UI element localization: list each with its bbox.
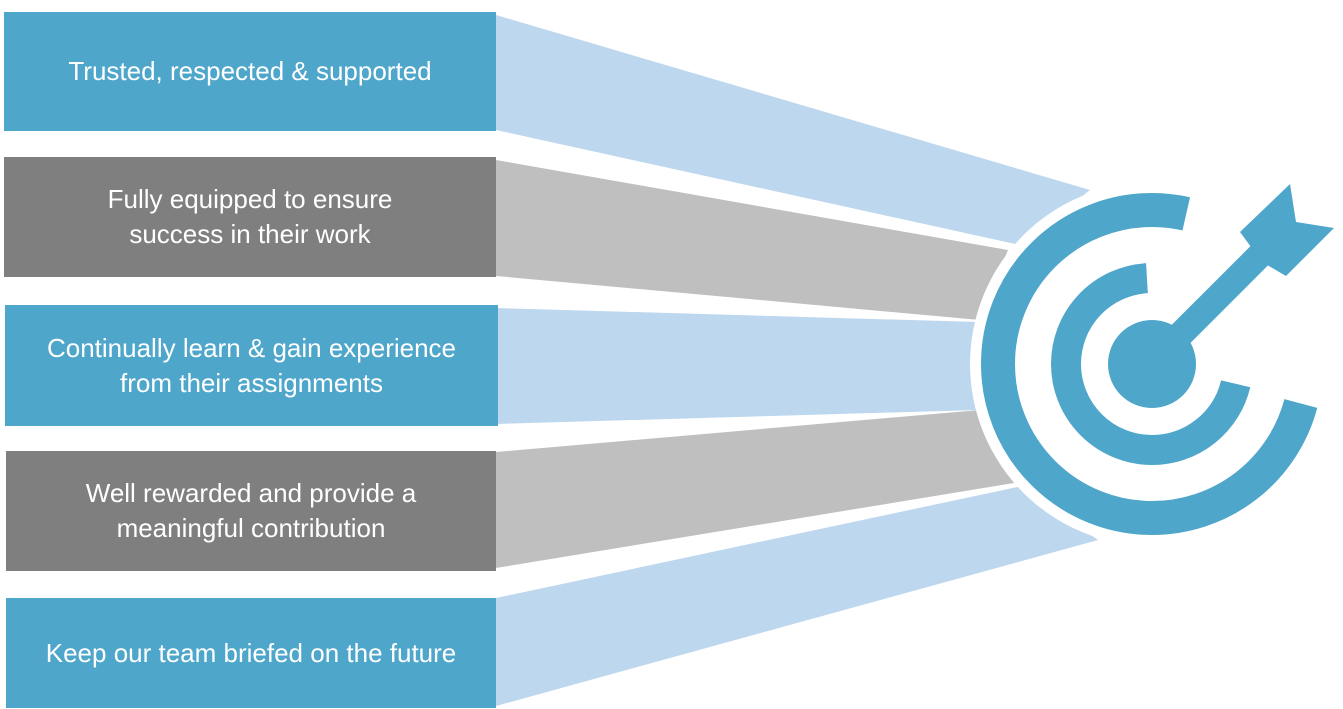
item-box-3: Continually learn & gain experience from…: [5, 305, 498, 426]
target-with-arrow-icon: [970, 182, 1334, 546]
item-box-4: Well rewarded and provide a meaningful c…: [6, 451, 496, 571]
item-label-3: Continually learn & gain experience from…: [46, 332, 457, 398]
item-label-1: Trusted, respected & supported: [68, 56, 432, 86]
item-box-5: Keep our team briefed on the future: [6, 598, 496, 708]
beam-1: [496, 15, 1090, 245]
beam-3: [496, 308, 978, 424]
item-box-1: Trusted, respected & supported: [4, 12, 496, 131]
target-outer-ring: [981, 193, 1323, 535]
beam-4: [496, 410, 1020, 568]
item-label-4: Well rewarded and provide a meaningful c…: [85, 478, 417, 543]
item-label-2: Fully equipped to ensure success in thei…: [107, 184, 393, 249]
arrow-fletching: [1240, 184, 1334, 276]
item-label-5: Keep our team briefed on the future: [45, 637, 457, 668]
target-bullseye: [1108, 320, 1196, 408]
target-middle-ring: [1051, 263, 1253, 465]
item-box-2: Fully equipped to ensure success in thei…: [4, 157, 496, 277]
beam-5: [496, 486, 1098, 706]
beam-2: [496, 160, 1008, 320]
